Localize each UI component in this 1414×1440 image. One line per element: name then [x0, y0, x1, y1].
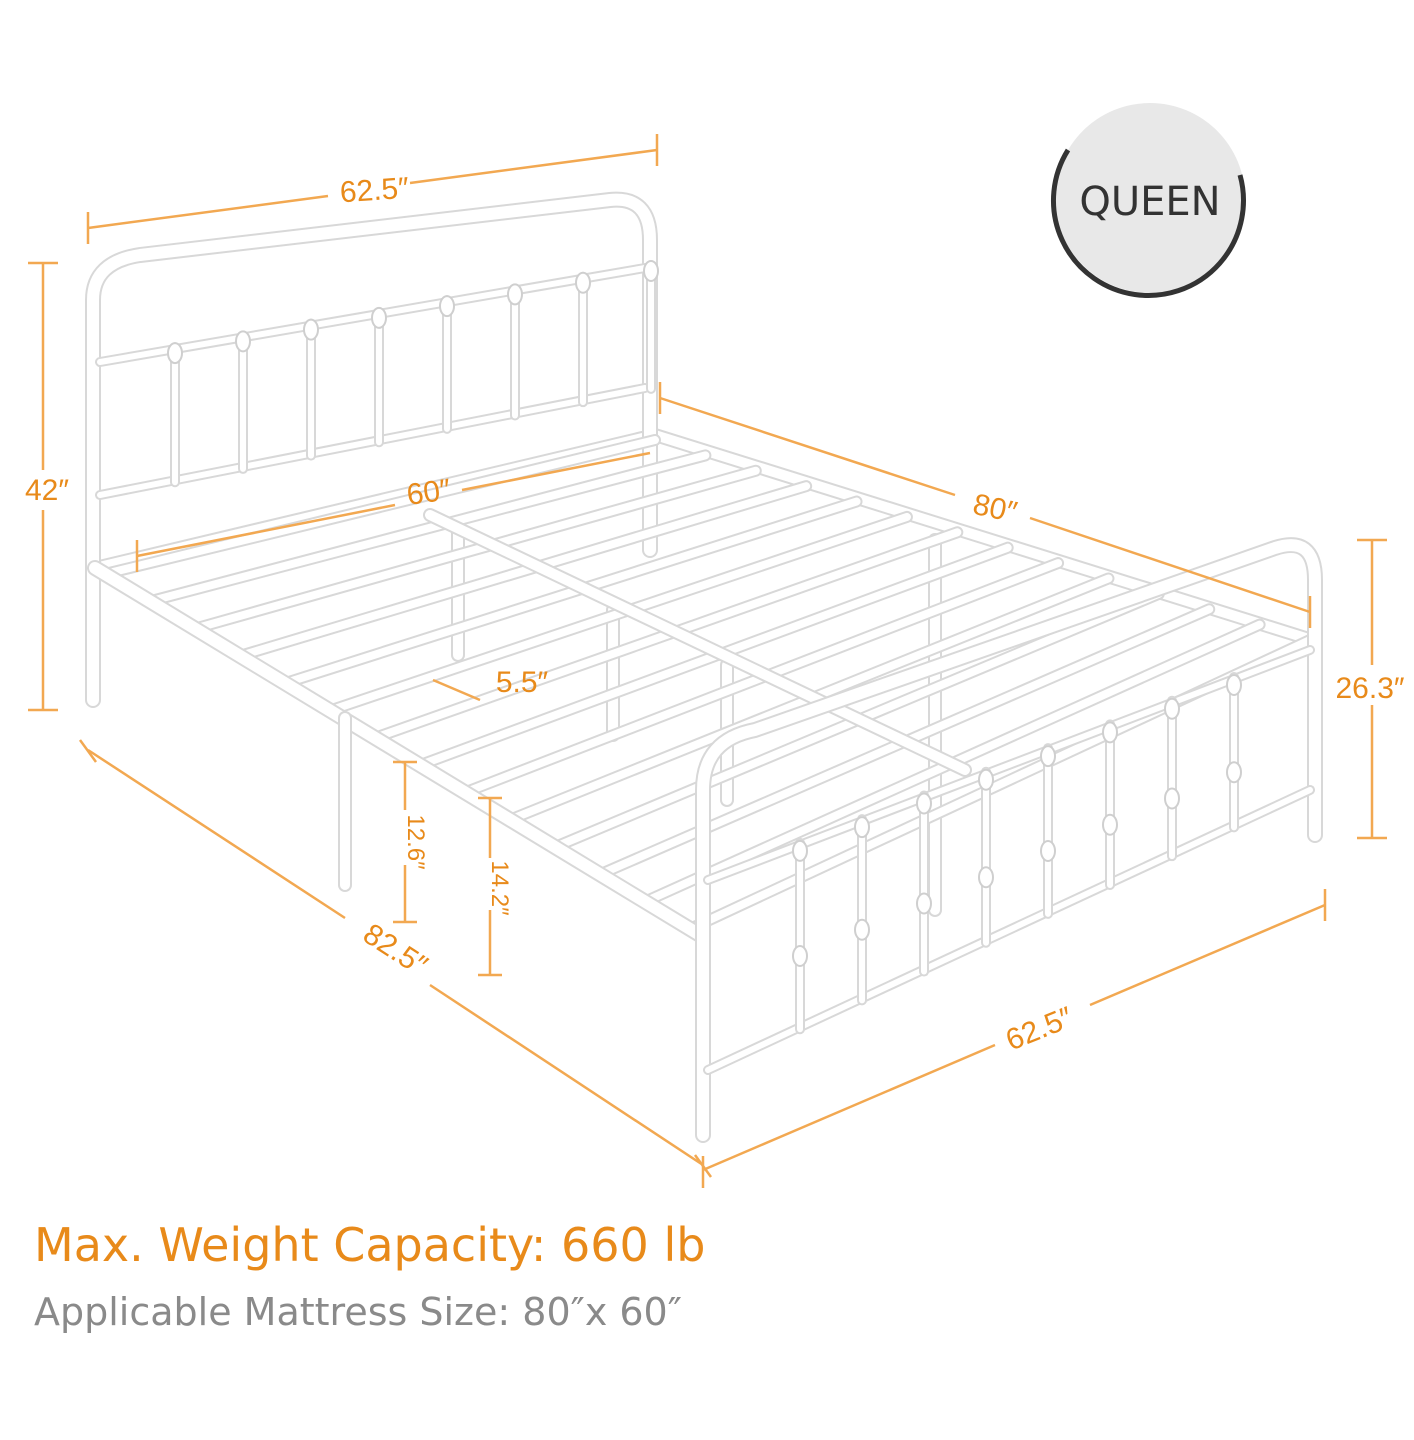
footboard-knob — [1164, 787, 1180, 810]
label-headboard-height: 42″ — [25, 474, 69, 507]
headboard-finial — [371, 306, 387, 329]
footboard-knob — [854, 918, 870, 941]
headboard-finial — [235, 330, 251, 353]
bed-slat — [146, 451, 710, 606]
footboard-finial — [1102, 721, 1118, 744]
label-clearance-high: 14.2″ — [486, 860, 513, 916]
footboard-finial — [792, 839, 808, 862]
footboard-finial — [916, 792, 932, 815]
weight-capacity-text: Max. Weight Capacity: 660 lb — [34, 1218, 706, 1272]
footboard-knob — [1226, 761, 1242, 784]
bed-slat — [281, 497, 861, 688]
badge-label: QUEEN — [1079, 179, 1220, 225]
headboard-finial — [575, 271, 591, 294]
footboard-knob — [1102, 813, 1118, 836]
label-slat-gap: 5.5″ — [496, 666, 549, 699]
label-footboard-height: 26.3″ — [1335, 672, 1404, 705]
bed-slat — [326, 512, 911, 715]
dimension-lines — [28, 134, 1387, 1188]
headboard-finial — [643, 259, 659, 282]
headboard — [85, 191, 659, 708]
mattress-size-text: Applicable Mattress Size: 80″x 60″ — [34, 1290, 682, 1334]
footboard-knob — [792, 945, 808, 968]
bed-frame — [85, 191, 1323, 1143]
footboard-knob — [978, 866, 994, 889]
label-length: 80″ — [970, 488, 1020, 530]
label-headboard-width: 62.5″ — [339, 172, 411, 210]
bed-slat — [236, 482, 811, 660]
label-overall-length: 82.5″ — [357, 917, 433, 982]
label-inner-width: 60″ — [405, 473, 454, 512]
footboard-finial — [1226, 674, 1242, 697]
footboard-knob — [916, 892, 932, 915]
headboard-finial — [439, 295, 455, 318]
footboard — [695, 537, 1323, 1143]
label-footboard-width: 62.5″ — [1001, 1001, 1078, 1058]
bed-slat — [191, 466, 760, 633]
headboard-finial — [507, 283, 523, 306]
footboard-finial — [1164, 697, 1180, 720]
dimension-labels: 62.5″ 42″ 60″ 80″ 26.3″ 5.5″ 12.6″ 14.2″… — [25, 172, 1405, 1058]
footboard-finial — [854, 816, 870, 839]
headboard-finial — [167, 342, 183, 365]
footboard-finial — [1040, 745, 1056, 768]
footboard-finial — [978, 768, 994, 791]
label-clearance-low: 12.6″ — [402, 814, 429, 870]
size-badge: QUEEN — [1051, 103, 1246, 298]
footboard-knob — [1040, 839, 1056, 862]
headboard-finial — [303, 318, 319, 341]
